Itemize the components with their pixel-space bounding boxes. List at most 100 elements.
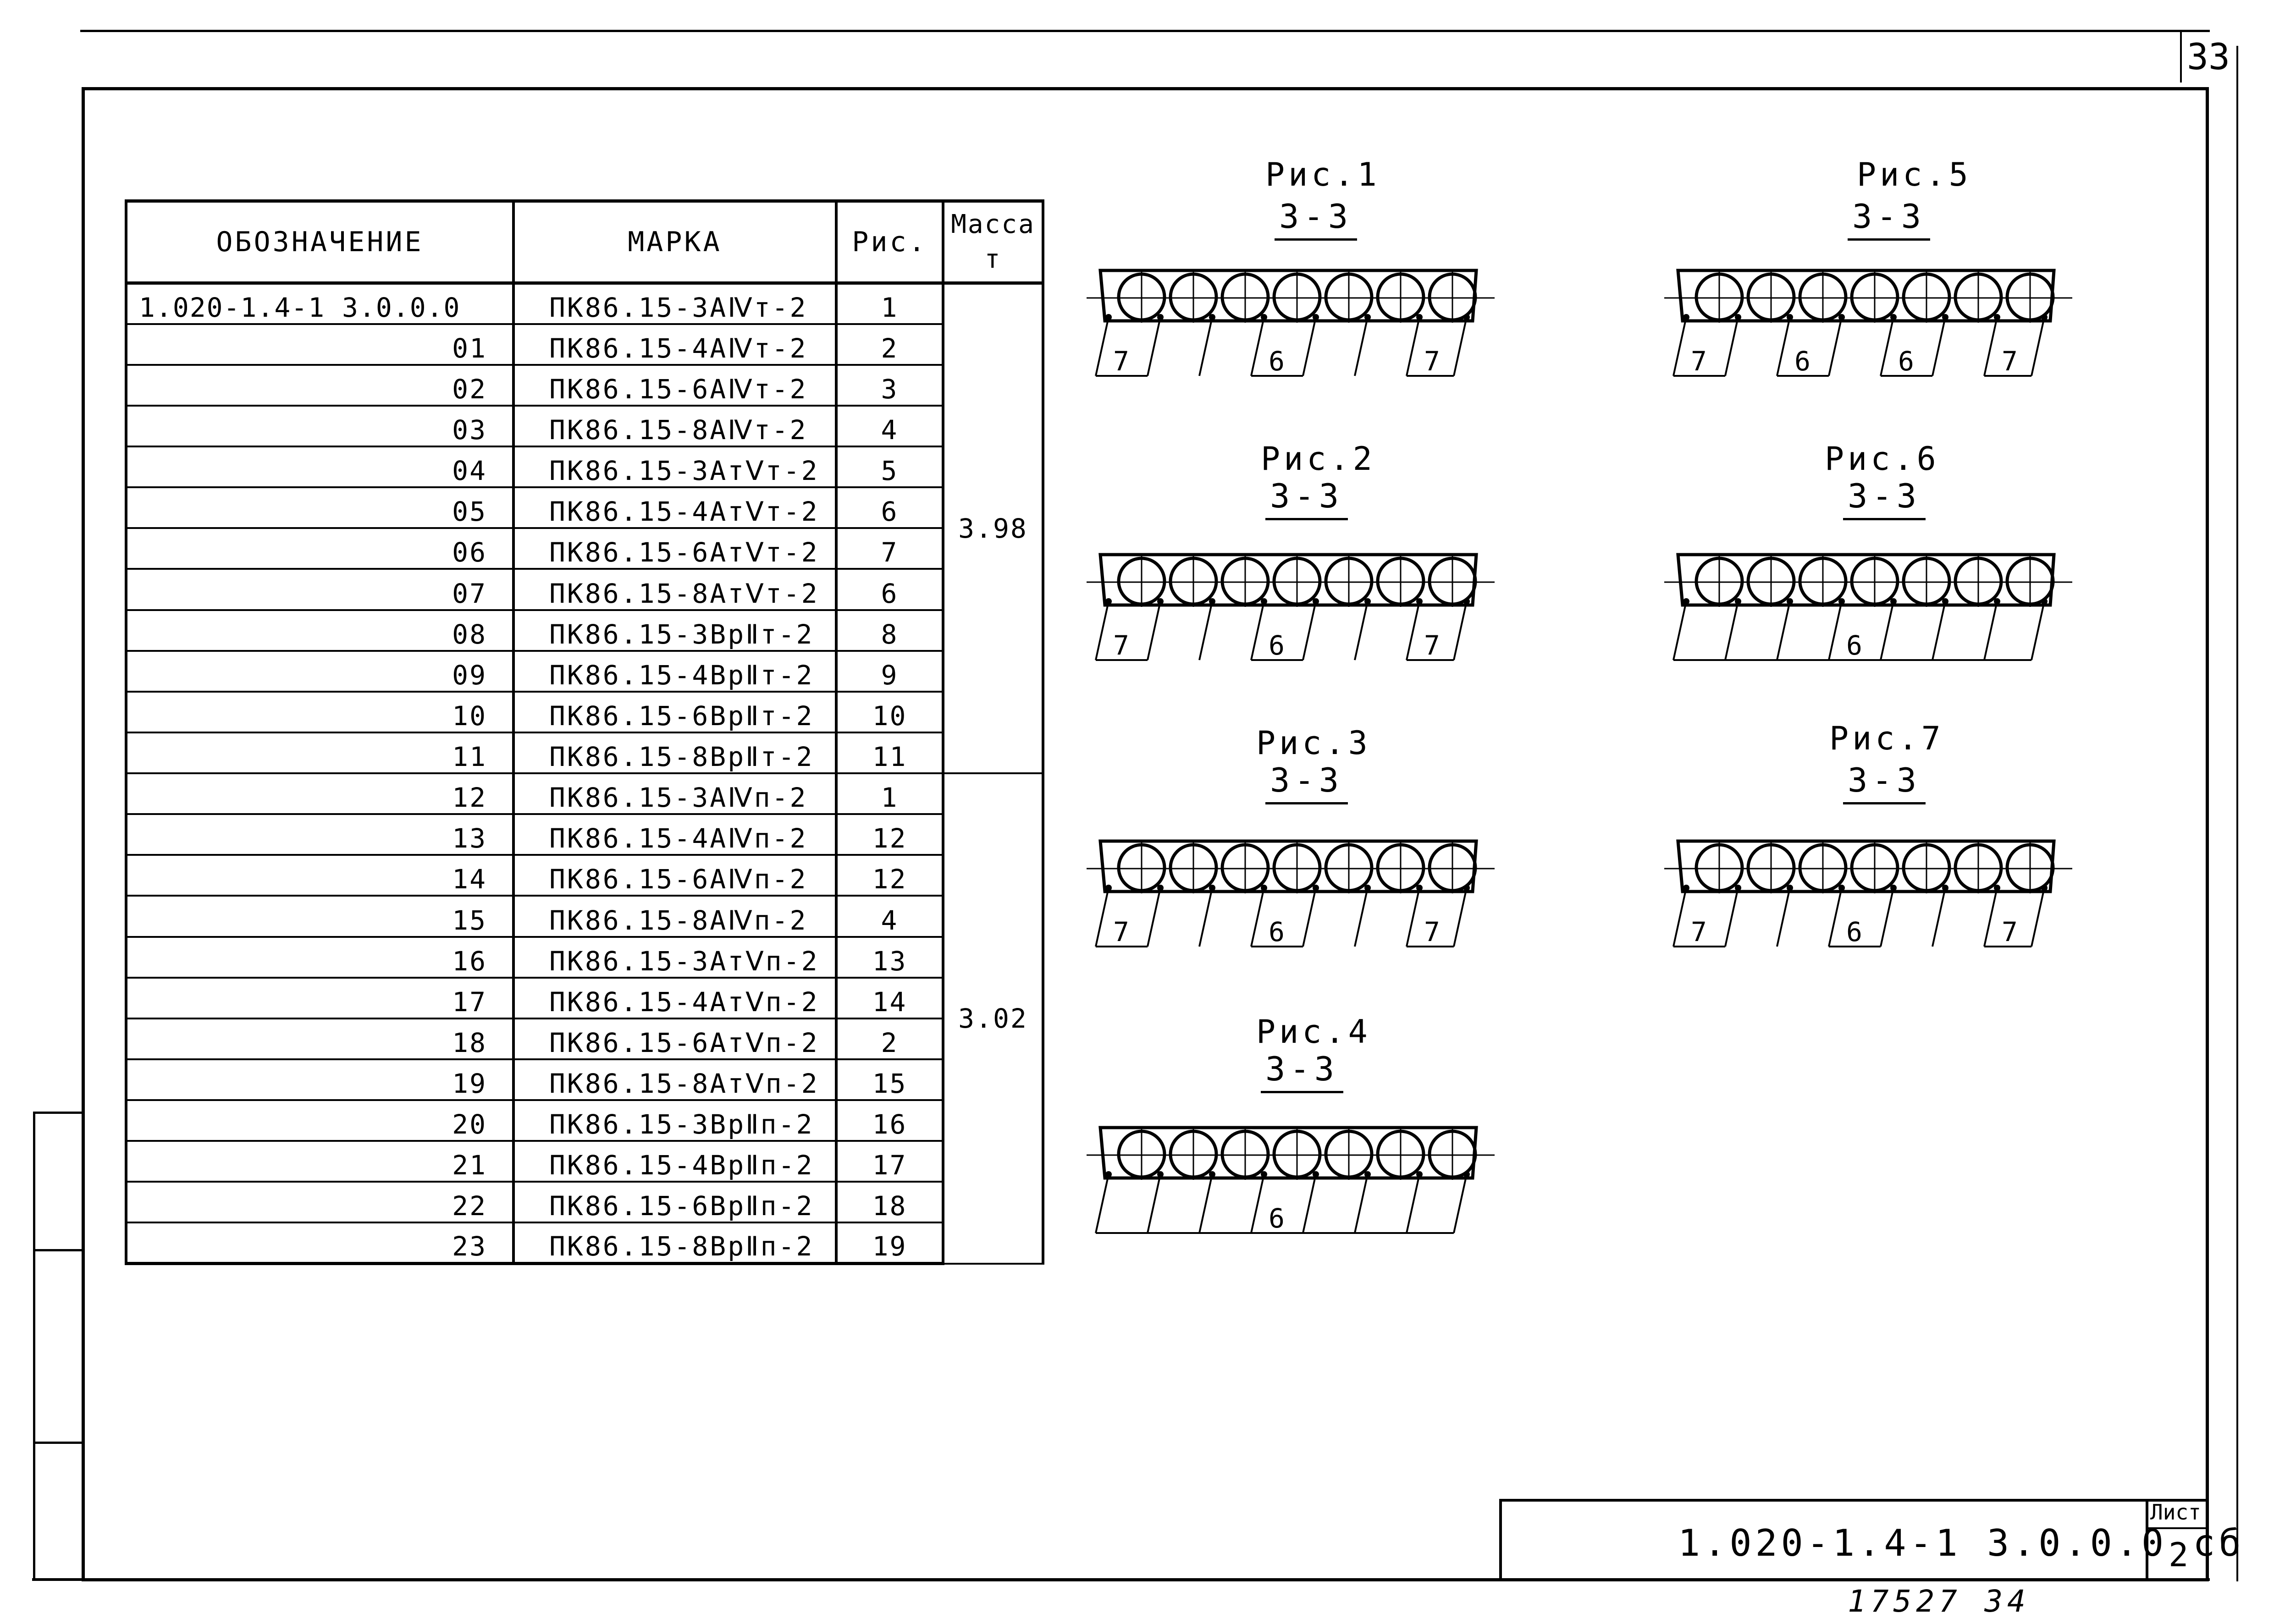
- figure-title: Рис.4: [1256, 1013, 1371, 1051]
- mark-cell: ПК86.15-3АⅣп-2: [512, 773, 838, 815]
- designation-cell: 12: [125, 773, 515, 815]
- mark-cell: ПК86.15-4АтⅤт-2: [512, 487, 838, 529]
- right-margin-rule: [2236, 46, 2238, 1581]
- leader-line: [1672, 887, 1687, 947]
- figure-title: Рис.3: [1256, 724, 1371, 762]
- slab-outline: [1676, 839, 2056, 893]
- leader-line: [1724, 601, 1739, 661]
- figure-ref-cell: 10: [835, 691, 944, 733]
- leader-line: [1147, 1174, 1161, 1233]
- leader-line: [1095, 317, 1109, 376]
- bar-position-label: 6: [1794, 346, 1810, 377]
- figure-title: Рис.6: [1825, 440, 1940, 478]
- slab-outline: [1676, 269, 2056, 323]
- figure-ref-cell: 5: [835, 446, 944, 489]
- figure-ref-cell: 1: [835, 283, 944, 325]
- figure-ref-cell: 3: [835, 364, 944, 407]
- leader-line: [1776, 601, 1791, 661]
- leader-line: [1406, 1174, 1420, 1233]
- leader-line: [2031, 601, 2045, 661]
- designation-cell: 18: [125, 1018, 515, 1060]
- figure-title: Рис.7: [1829, 720, 1944, 757]
- figure-ref-cell: 1: [835, 773, 944, 815]
- figure-ref-cell: 15: [835, 1059, 944, 1101]
- leader-line: [1406, 601, 1420, 661]
- designation-cell: 19: [125, 1059, 515, 1101]
- leader-line: [1828, 887, 1843, 947]
- leader-line: [1354, 317, 1369, 376]
- designation-cell: 22: [125, 1182, 515, 1224]
- figure-ref-cell: 2: [835, 1018, 944, 1060]
- top-right-tick: [2180, 32, 2182, 83]
- figure-ref-cell: 4: [835, 896, 944, 938]
- leader-line: [1453, 601, 1468, 661]
- bar-position-label: 6: [1269, 346, 1285, 377]
- leader-line: [1983, 317, 1998, 376]
- leader-line: [1406, 887, 1420, 947]
- designation-cell: 03: [125, 405, 515, 448]
- designation-cell: 07: [125, 569, 515, 611]
- column-header-designation: ОБОЗНАЧЕНИЕ: [125, 199, 515, 285]
- title-block: [1499, 1499, 2208, 1581]
- leader-line: [1147, 887, 1161, 947]
- designation-cell: 10: [125, 691, 515, 733]
- mark-cell: ПК86.15-4АⅣт-2: [512, 324, 838, 366]
- top-rule: [80, 30, 2210, 32]
- bar-position-label: 7: [1113, 916, 1129, 947]
- section-label: 3-3: [1265, 477, 1348, 520]
- section-label: 3-3: [1261, 1050, 1344, 1093]
- leader-line: [1095, 887, 1109, 947]
- binding-strip-divider: [33, 1249, 83, 1251]
- leader-line: [1302, 1174, 1317, 1233]
- slab-outline: [1098, 839, 1478, 893]
- figure-ref-cell: 4: [835, 405, 944, 448]
- bar-position-label: 7: [1424, 630, 1440, 661]
- figure-ref-cell: 16: [835, 1100, 944, 1142]
- leader-line: [1250, 601, 1265, 661]
- bar-position-label: 6: [1846, 916, 1862, 947]
- leader-line: [1724, 887, 1739, 947]
- designation-cell: 02: [125, 364, 515, 407]
- leader-line: [1672, 601, 1687, 661]
- leader-line: [1147, 317, 1161, 376]
- page-number: 33: [2187, 37, 2230, 78]
- leader-line: [1672, 317, 1687, 376]
- leader-line: [1354, 601, 1369, 661]
- designation-cell: 11: [125, 732, 515, 775]
- section-label: 3-3: [1275, 197, 1358, 241]
- column-header-mass: Масса т: [942, 199, 1044, 285]
- designation-cell: 04: [125, 446, 515, 489]
- leader-line: [1880, 601, 1894, 661]
- sheet-number: 2: [2169, 1536, 2189, 1574]
- bar-position-label: 7: [1424, 916, 1440, 947]
- figure-ref-cell: 9: [835, 650, 944, 693]
- figure-title: Рис.5: [1857, 156, 1972, 193]
- leader-line: [1932, 887, 1946, 947]
- mass-cell: 3.98: [942, 283, 1044, 774]
- mass-header-label: Масса: [951, 209, 1035, 239]
- leader-line: [1250, 317, 1265, 376]
- inventory-number: 17527 34: [1848, 1584, 2030, 1619]
- bar-position-label: 6: [1898, 346, 1914, 377]
- mark-cell: ПК86.15-4АⅣп-2: [512, 814, 838, 856]
- mark-cell: ПК86.15-6АⅣп-2: [512, 855, 838, 897]
- sheet-frame: [82, 87, 2209, 1581]
- designation-cell: 06: [125, 528, 515, 570]
- mark-cell: ПК86.15-3АтⅤт-2: [512, 446, 838, 489]
- bar-position-label: 7: [1113, 630, 1129, 661]
